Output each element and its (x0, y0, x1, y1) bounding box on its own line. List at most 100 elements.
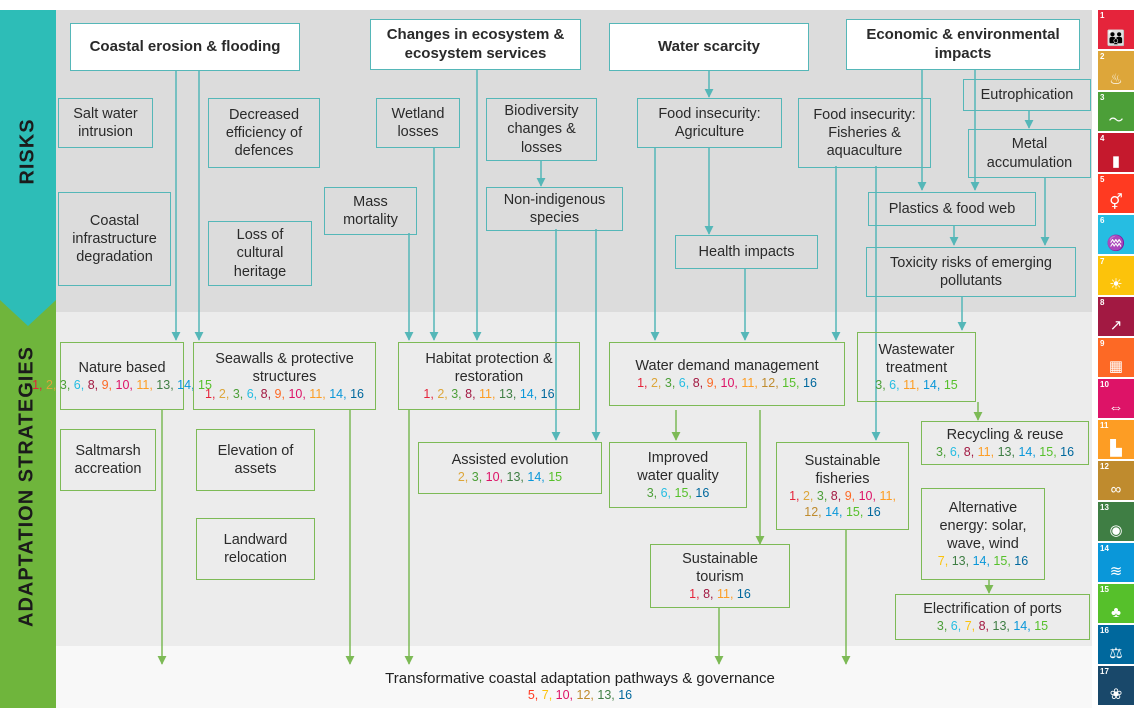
sdg-number: 3, (59, 377, 74, 392)
sdg-tile: 7☀ (1098, 256, 1134, 295)
strategy-sdgs: 1, 8, 11, 16 (689, 587, 751, 603)
sdg-tile: 9▦ (1098, 338, 1134, 377)
sdg-tile: 2♨ (1098, 51, 1134, 90)
sdg-number: 7, (541, 688, 556, 702)
sdg-number: 14, (329, 386, 351, 401)
strategy-sdgs: 3, 6, 15, 16 (647, 486, 710, 502)
sdg-number: 14, (1018, 444, 1040, 459)
risk-plastics: Plastics & food web (868, 192, 1036, 226)
sdg-number: 12, (576, 688, 598, 702)
strategy-label: Wastewater treatment (878, 341, 955, 376)
sdg-tile-number: 3 (1100, 93, 1105, 102)
sdg-number: 1, (423, 386, 438, 401)
outcome-band (56, 646, 1092, 708)
sdg-tile-number: 8 (1100, 298, 1105, 307)
strategy-saltmarsh: Saltmarsh accreation (60, 429, 156, 491)
strategy-habitat: Habitat protection & restoration 1, 2, 3,… (398, 342, 580, 410)
sdg-number: 8, (260, 386, 275, 401)
sdg-number: 1, (205, 386, 219, 401)
sdg-number: 3, (471, 469, 486, 484)
sdg-number: 6, (950, 618, 965, 633)
risk-label: Food insecurity: Fisheries & aquaculture (813, 106, 916, 160)
sdg-number: 2, (45, 377, 60, 392)
sdg-number: 8, (978, 618, 993, 633)
eye-icon: ◉ (1109, 522, 1123, 539)
sdg-tile-number: 14 (1100, 544, 1109, 553)
sdg-number: 12, (761, 375, 783, 390)
infinity-icon: ∞ (1110, 481, 1122, 498)
sdg-number: 6, (660, 485, 675, 500)
risk-heritage: Loss of cultural heritage (208, 221, 312, 286)
sdg-number: 2, (650, 375, 665, 390)
sdg-tile-number: 7 (1100, 257, 1105, 266)
sdg-number: 14, (519, 386, 541, 401)
sdg-number: 6, (678, 375, 693, 390)
strategy-label: Habitat protection & restoration (425, 350, 553, 385)
sdg-number: 16 (736, 586, 751, 601)
risk-header-label: Economic & environmental impacts (866, 25, 1060, 62)
bowl-icon: ♨ (1109, 71, 1123, 88)
strategy-sdgs: 1, 2, 3, 8, 9, 10, 11, 12, 14, 15, 16 (780, 489, 905, 520)
sdg-tile: 1👪 (1098, 10, 1134, 49)
strategy-sdgs: 1, 2, 3, 8, 11, 13, 14, 16 (423, 387, 554, 403)
risks-tab (0, 10, 56, 310)
strategy-ports: Electrification of ports 3, 6, 7, 8, 13, … (895, 594, 1090, 640)
strategy-sdgs: 3, 6, 7, 8, 13, 14, 15 (937, 619, 1048, 635)
equality-icon: ⇔ (1108, 399, 1124, 416)
strategy-elevation: Elevation of assets (196, 429, 315, 491)
sdg-number: 6, (889, 377, 904, 392)
sdg-tile: 8↗ (1098, 297, 1134, 336)
risk-header-ecosystem: Changes in ecosystem & ecosystem service… (370, 19, 581, 70)
sdg-number: 16 (1014, 553, 1029, 568)
sdg-number: 10, (858, 489, 880, 503)
risk-label: Metal accumulation (986, 136, 1073, 171)
strategy-label: Water demand management (635, 357, 819, 374)
risk-label: Eutrophication (980, 86, 1074, 103)
sdg-number: 15, (993, 553, 1015, 568)
risk-mortality: Mass mortality (324, 187, 417, 235)
sdg-number: 7, (964, 618, 979, 633)
sdg-number: 8, (692, 375, 707, 390)
strategy-label: Elevation of assets (217, 442, 294, 477)
sdg-tile-number: 11 (1100, 421, 1109, 430)
sdg-number: 6, (949, 444, 964, 459)
sdg-number: 16 (803, 375, 817, 390)
sdg-number: 16 (1060, 444, 1075, 459)
sdg-number: 13, (951, 553, 973, 568)
sdg-number: 14, (527, 469, 549, 484)
sdg-number: 2, (218, 386, 233, 401)
family-icon: 👪 (1106, 30, 1126, 47)
risk-label: Plastics & food web (888, 200, 1016, 217)
sdg-number: 15 (1034, 618, 1049, 633)
strategy-label: Electrification of ports (923, 600, 1062, 617)
growth-icon: ↗ (1109, 317, 1123, 334)
strategy-sdgs: 2, 3, 10, 13, 14, 15 (458, 470, 562, 486)
sdg-tile-number: 2 (1100, 52, 1105, 61)
sdg-number: 13, (498, 386, 520, 401)
sdg-number: 8, (465, 386, 480, 401)
risk-defences: Decreased efficiency of defences (208, 98, 320, 168)
book-icon: ▮ (1111, 153, 1121, 170)
strategy-sdgs: 1, 2, 3, 6, 8, 9, 10, 11, 13, 14, 15 (32, 378, 212, 394)
partnership-icon: ❀ (1109, 686, 1123, 703)
sdg-tile: 17❀ (1098, 666, 1134, 705)
sdg-number: 14, (825, 504, 846, 519)
risk-health: Health impacts (675, 235, 818, 269)
sdg-icon-strip: 1👪2♨3〜4▮5⚥6♒7☀8↗9▦10⇔11▙12∞13◉14≋15♣16⚖1… (1098, 10, 1134, 708)
sdg-number: 11, (741, 375, 762, 390)
sdg-number: 11, (136, 377, 157, 392)
risks-tab-arrow (0, 300, 56, 326)
sdg-tile: 15♣ (1098, 584, 1134, 623)
sdg-tile: 13◉ (1098, 502, 1134, 541)
risk-header-economic: Economic & environmental impacts (846, 19, 1080, 70)
sdg-number: 15 (198, 377, 212, 392)
sdg-tile: 16⚖ (1098, 625, 1134, 664)
sdg-tile: 12∞ (1098, 461, 1134, 500)
sdg-number: 15, (674, 485, 696, 500)
risk-label: Mass mortality (343, 193, 398, 228)
